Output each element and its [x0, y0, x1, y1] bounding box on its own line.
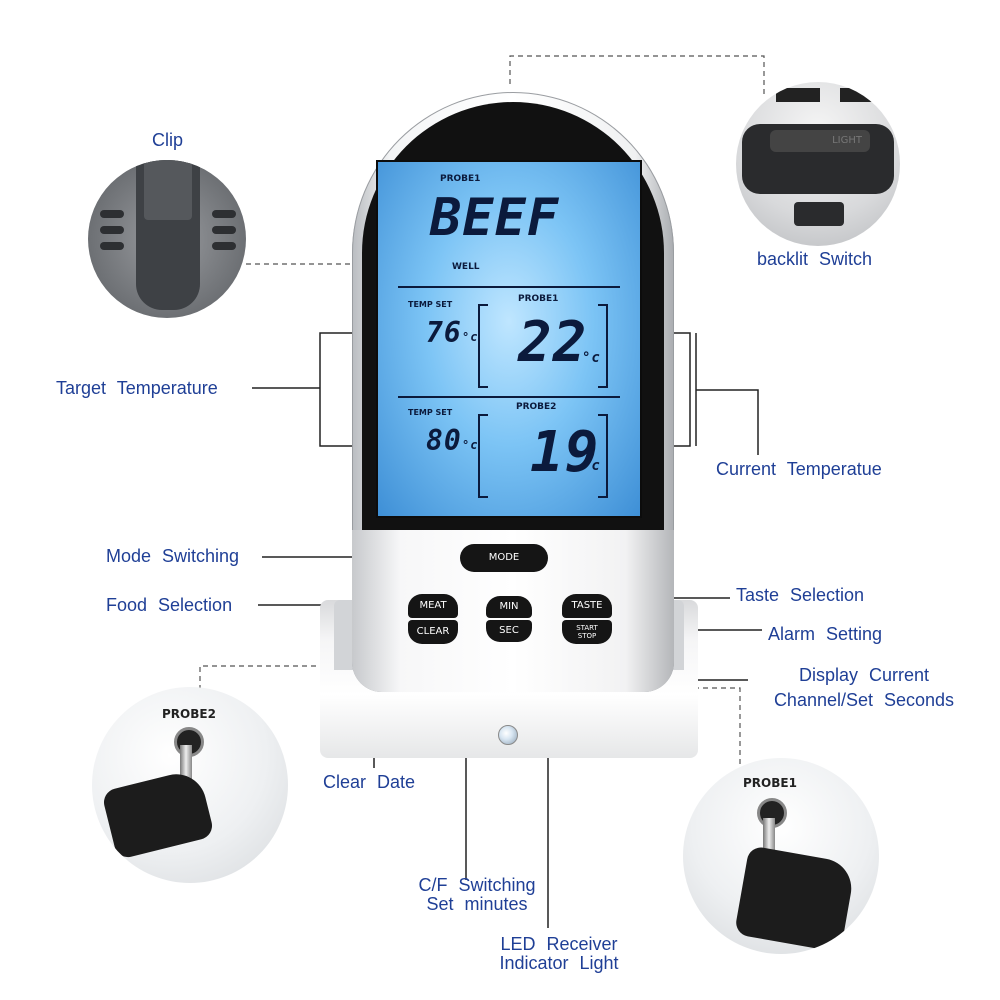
doneness-readout: WELL [452, 262, 480, 272]
probe2-jack-label: PROBE2 [162, 707, 216, 721]
probe1-jack-label: PROBE1 [743, 776, 797, 790]
divider-2 [398, 396, 620, 398]
probe1-current-unit: °c [582, 350, 601, 366]
min-button[interactable]: MIN [486, 596, 532, 618]
led-line-1: LED Receiver [500, 934, 618, 954]
clip-inset [88, 160, 246, 318]
probe2-jack-inset: PROBE2 [92, 687, 288, 883]
probe1-set-unit: °c [462, 330, 479, 344]
display-current-line-2: Channel/Set Seconds [773, 690, 955, 710]
probe1-temp-set-label: TEMP SET [408, 300, 453, 309]
cf-line-1: C/F Switching [418, 875, 536, 895]
led-receiver-label: LED Receiver Indicator Light [486, 935, 632, 973]
probe2-label: PROBE2 [516, 402, 557, 412]
probe1-plug-icon [734, 845, 856, 953]
switch-dash [509, 55, 765, 96]
current-temperature-label: Current Temperatue [716, 459, 882, 479]
led-indicator [498, 725, 518, 745]
probe1-current: 22 [518, 310, 588, 375]
probe2-current: 19 [530, 420, 600, 485]
cf-switching-label: C/F Switching Set minutes [402, 876, 552, 914]
clear-date-label: Clear Date [323, 772, 416, 792]
taste-selection-label: Taste Selection [736, 585, 865, 605]
probe2-temp-set-label: TEMP SET [408, 408, 453, 417]
sec-button[interactable]: SEC [486, 620, 532, 642]
taste-button[interactable]: TASTE [562, 594, 612, 618]
start-stop-button[interactable]: START STOP [562, 620, 612, 644]
clip-top [144, 160, 192, 220]
probe2-set-unit: °c [462, 438, 479, 452]
probe1-dash [694, 687, 741, 764]
probe2-set-value: 80 [426, 424, 462, 457]
mode-switching-label: Mode Switching [106, 546, 240, 566]
probe1-label: PROBE1 [518, 294, 559, 304]
cf-line-2: Set minutes [426, 894, 528, 914]
target-temperature-label: Target Temperature [56, 378, 218, 398]
backlit-switch-label: backlit Switch [757, 249, 873, 269]
probe2-dash [199, 665, 322, 690]
probe2-plug-icon [101, 767, 215, 861]
lcd-screen: PROBE1 BEEF WELL TEMP SET 76 °c PROBE1 2… [376, 160, 642, 518]
probe1-jack-inset: PROBE1 [683, 758, 879, 954]
meat-button[interactable]: MEAT [408, 594, 458, 618]
mode-button[interactable]: MODE [460, 544, 548, 572]
display-current-line-1: Display Current [798, 665, 930, 685]
backlit-switch-inset: LIGHT [736, 82, 900, 246]
food-readout: BEEF [430, 188, 560, 248]
alarm-setting-label: Alarm Setting [768, 624, 883, 644]
probe2-bracket-left [478, 414, 488, 498]
probe1-bracket-left [478, 304, 488, 388]
probe1-bracket-right [598, 304, 608, 388]
stop-label: STOP [577, 632, 597, 640]
probe2-current-unit: °c [582, 458, 601, 474]
start-label: START [576, 624, 598, 632]
probe2-bracket-right [598, 414, 608, 498]
led-line-2: Indicator Light [499, 953, 619, 973]
probe1-top-label: PROBE1 [440, 174, 481, 184]
probe1-set-value: 76 [426, 316, 462, 349]
clear-button[interactable]: CLEAR [408, 620, 458, 644]
clip-label: Clip [152, 130, 184, 150]
display-current-label: Display Current Channel/Set Seconds [764, 666, 964, 710]
divider-1 [398, 286, 620, 288]
backlight-slider[interactable]: LIGHT [770, 130, 870, 152]
food-selection-label: Food Selection [106, 595, 233, 615]
